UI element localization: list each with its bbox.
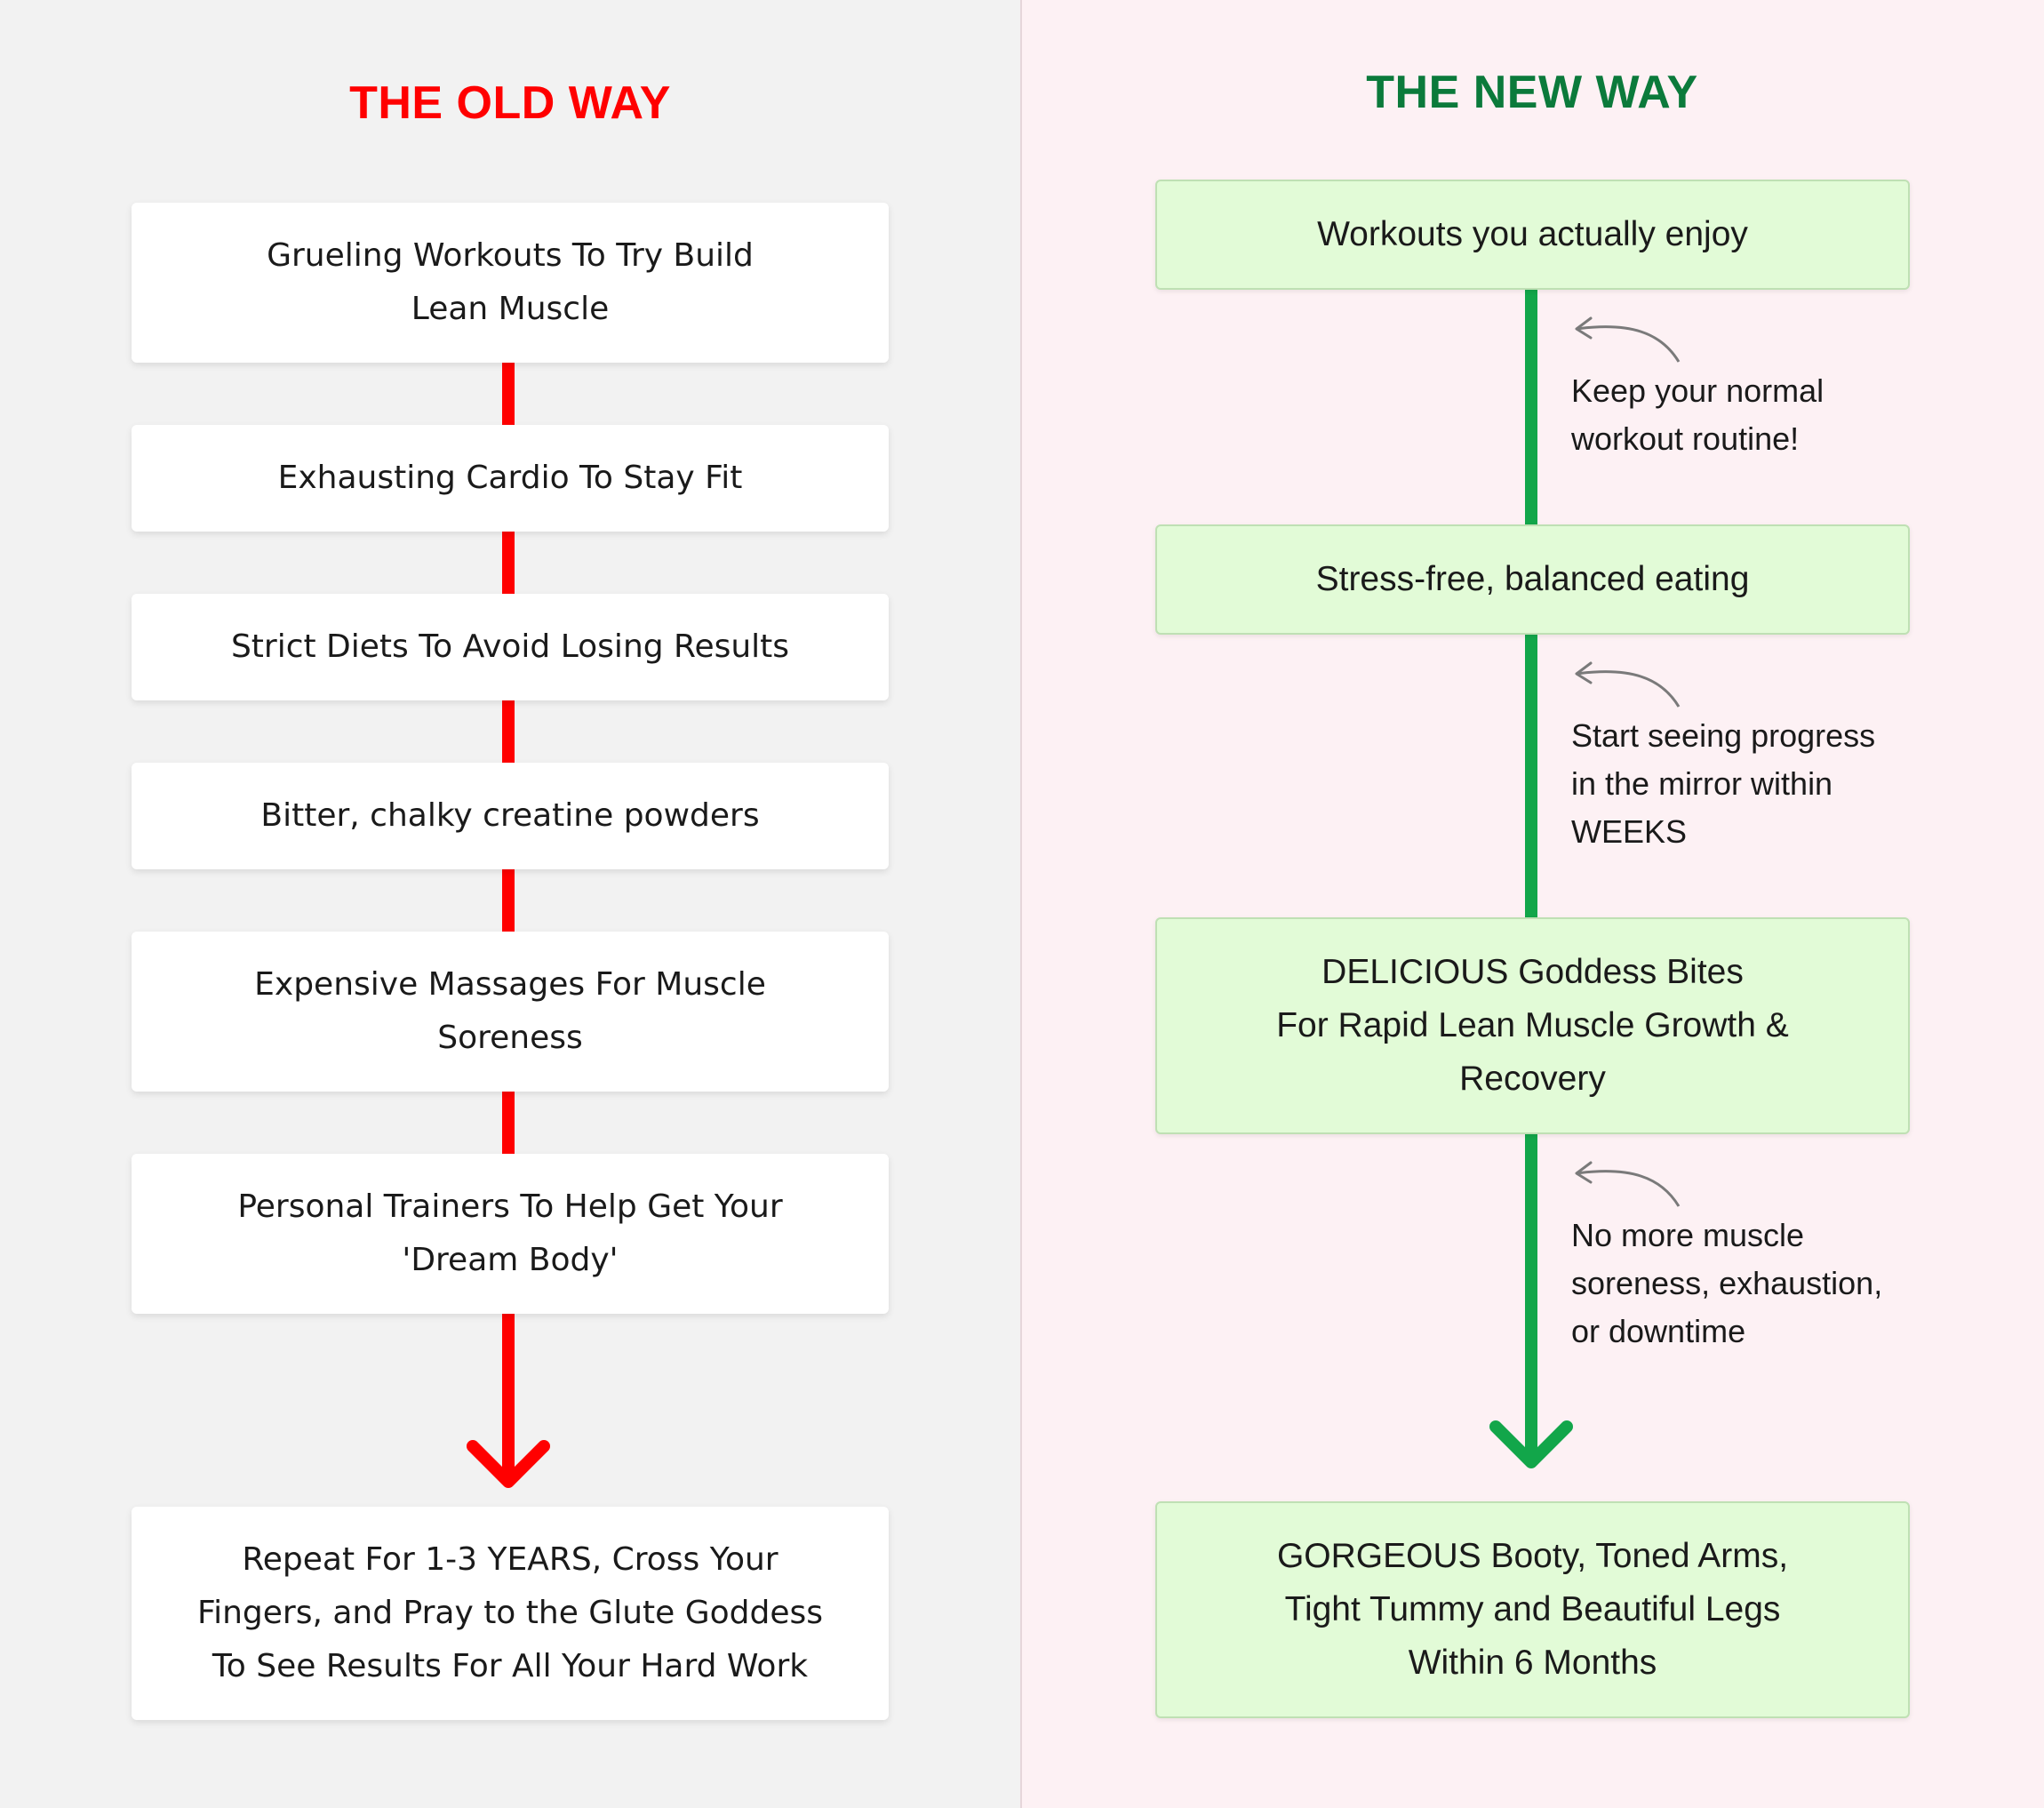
old-step-2: Exhausting Cardio To Stay Fit bbox=[132, 425, 889, 532]
new-way-title: THE NEW WAY bbox=[1366, 67, 1698, 118]
old-step-4: Bitter, chalky creatine powders bbox=[132, 763, 889, 869]
old-step-4-text: Bitter, chalky creatine powders bbox=[260, 797, 760, 834]
old-step-1-text: Grueling Workouts To Try Build Lean Musc… bbox=[267, 237, 754, 327]
old-step-6-text: Personal Trainers To Help Get Your 'Drea… bbox=[237, 1188, 783, 1278]
old-step-5: Expensive Massages For Muscle Soreness bbox=[132, 932, 889, 1092]
curved-arrow-icon bbox=[1575, 1161, 1681, 1207]
curved-arrow-icon bbox=[1575, 316, 1681, 363]
new-note-1: Keep your normal workout routine! bbox=[1571, 372, 1824, 457]
new-result-text: GORGEOUS Booty, Toned Arms, Tight Tummy … bbox=[1276, 1537, 1789, 1682]
new-connector bbox=[1525, 634, 1537, 920]
old-connector bbox=[502, 1091, 515, 1155]
new-step-3-text: DELICIOUS Goddess Bites For Rapid Lean M… bbox=[1276, 953, 1789, 1098]
old-step-2-text: Exhausting Cardio To Stay Fit bbox=[277, 460, 743, 496]
old-connector bbox=[502, 531, 515, 595]
old-result-text: Repeat For 1-3 YEARS, Cross Your Fingers… bbox=[196, 1541, 824, 1684]
new-step-2: Stress-free, balanced eating bbox=[1155, 524, 1910, 635]
old-connector bbox=[502, 362, 515, 426]
old-connector bbox=[502, 868, 515, 932]
old-step-5-text: Expensive Massages For Muscle Soreness bbox=[254, 966, 766, 1056]
new-step-2-text: Stress-free, balanced eating bbox=[1315, 560, 1750, 598]
new-note-3: No more muscle soreness, exhaustion, or … bbox=[1571, 1217, 1883, 1349]
old-result: Repeat For 1-3 YEARS, Cross Your Fingers… bbox=[132, 1507, 889, 1720]
new-note-2: Start seeing progress in the mirror with… bbox=[1571, 717, 1876, 850]
new-step-1: Workouts you actually enjoy bbox=[1155, 180, 1910, 290]
old-step-1: Grueling Workouts To Try Build Lean Musc… bbox=[132, 203, 889, 363]
new-step-1-text: Workouts you actually enjoy bbox=[1317, 215, 1748, 253]
old-step-3: Strict Diets To Avoid Losing Results bbox=[132, 594, 889, 700]
curved-arrow-icon bbox=[1575, 661, 1681, 708]
old-way-title: THE OLD WAY bbox=[349, 77, 671, 129]
new-result: GORGEOUS Booty, Toned Arms, Tight Tummy … bbox=[1155, 1501, 1910, 1718]
old-connector bbox=[502, 700, 515, 764]
old-step-3-text: Strict Diets To Avoid Losing Results bbox=[230, 628, 790, 665]
new-step-3: DELICIOUS Goddess Bites For Rapid Lean M… bbox=[1155, 917, 1910, 1134]
new-connector bbox=[1525, 289, 1537, 527]
old-step-6: Personal Trainers To Help Get Your 'Drea… bbox=[132, 1154, 889, 1314]
